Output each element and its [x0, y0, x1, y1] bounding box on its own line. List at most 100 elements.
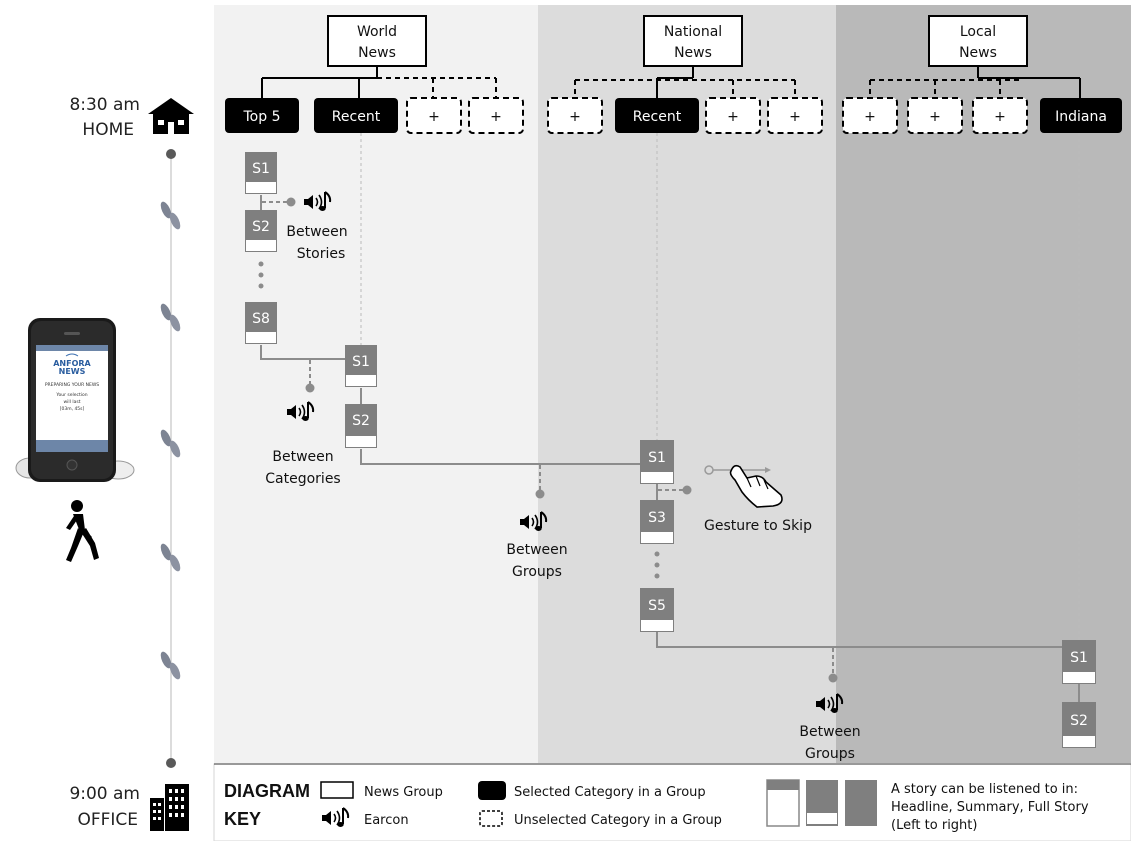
category-national-unselected-1[interactable]: + — [547, 97, 603, 134]
svg-text:S2: S2 — [1070, 713, 1088, 729]
svg-text:S1: S1 — [648, 450, 666, 466]
svg-text:S5: S5 — [648, 598, 666, 614]
svg-text:Between: Between — [286, 224, 347, 240]
key-story-summary-swatch — [806, 780, 838, 826]
story-box[interactable]: S1 — [345, 345, 377, 387]
office-building-icon — [150, 784, 189, 831]
story-box[interactable]: S1 — [1062, 640, 1096, 684]
svg-text:ANFORA: ANFORA — [53, 359, 91, 368]
category-indiana[interactable]: Indiana — [1040, 98, 1122, 133]
category-national-recent[interactable]: Recent — [615, 98, 699, 133]
svg-text:OFFICE: OFFICE — [77, 810, 138, 830]
end-time-office: 9:00 am OFFICE — [69, 784, 140, 830]
key-unselected-swatch — [479, 810, 503, 827]
story-box[interactable]: S1 — [640, 440, 674, 484]
national-tree-connectors — [574, 66, 796, 98]
svg-text:+: + — [727, 109, 739, 125]
svg-text:Recent: Recent — [332, 109, 381, 125]
category-top-5[interactable]: Top 5 — [225, 98, 299, 133]
svg-text:S3: S3 — [648, 510, 666, 526]
svg-text:[03m, 45s]: [03m, 45s] — [60, 406, 85, 412]
story-box[interactable]: S3 — [640, 500, 674, 544]
key-news-group-swatch — [320, 781, 354, 799]
svg-text:+: + — [994, 109, 1006, 125]
earcon-between-categories: Between Categories — [265, 360, 341, 487]
swipe-hand-icon — [704, 464, 783, 508]
category-world-unselected-2[interactable]: + — [468, 97, 524, 134]
category-guides — [360, 133, 1080, 640]
svg-text:+: + — [428, 109, 440, 125]
svg-text:Indiana: Indiana — [1055, 109, 1107, 125]
smartphone-image: ANFORA NEWS PREPARING YOUR NEWS Your sel… — [15, 318, 135, 482]
key-selected-swatch — [478, 781, 506, 800]
category-local-unselected-3[interactable]: + — [972, 97, 1028, 134]
story-box[interactable]: S1 — [245, 152, 277, 194]
category-local-unselected-1[interactable]: + — [842, 97, 898, 134]
svg-text:A story can be listened to in:: A story can be listened to in: — [891, 782, 1078, 797]
svg-text:Top 5: Top 5 — [243, 109, 281, 125]
earcon-between-groups: Between Groups — [799, 648, 861, 762]
category-world-recent[interactable]: Recent — [314, 98, 398, 133]
svg-text:Your selection: Your selection — [55, 392, 87, 398]
svg-text:Gesture to Skip: Gesture to Skip — [704, 518, 812, 534]
svg-text:+: + — [490, 109, 502, 125]
timeline — [158, 149, 183, 768]
svg-text:Local: Local — [960, 24, 996, 40]
svg-text:+: + — [864, 109, 876, 125]
svg-text:+: + — [789, 109, 801, 125]
svg-text:S2: S2 — [252, 219, 270, 235]
svg-text:News: News — [674, 45, 712, 61]
story-box[interactable]: S8 — [245, 302, 277, 344]
story-flow-lines — [260, 195, 1080, 702]
svg-text:News: News — [959, 45, 997, 61]
svg-text:Groups: Groups — [805, 746, 855, 762]
svg-text:9:00 am: 9:00 am — [69, 784, 140, 804]
svg-text:Unselected Category in a Grou: Unselected Category in a Group — [514, 813, 722, 828]
svg-text:Recent: Recent — [633, 109, 682, 125]
svg-text:PREPARING YOUR NEWS: PREPARING YOUR NEWS — [45, 382, 99, 388]
svg-text:Categories: Categories — [265, 471, 340, 487]
svg-text:Between: Between — [799, 724, 860, 740]
category-national-unselected-3[interactable]: + — [767, 97, 823, 134]
svg-text:S1: S1 — [352, 354, 370, 370]
svg-text:+: + — [569, 109, 581, 125]
key-story-headline-swatch — [766, 779, 800, 827]
svg-text:S8: S8 — [252, 311, 270, 327]
home-icon — [148, 98, 194, 134]
svg-text:Stories: Stories — [297, 246, 346, 262]
walking-person-icon — [66, 500, 99, 562]
svg-text:KEY: KEY — [224, 809, 261, 829]
group-local-news: Local News — [928, 15, 1028, 67]
svg-text:World: World — [357, 24, 397, 40]
category-national-unselected-2[interactable]: + — [705, 97, 761, 134]
story-ellipsis — [258, 261, 264, 289]
svg-text:+: + — [929, 109, 941, 125]
story-box[interactable]: S5 — [640, 588, 674, 632]
world-tree-connectors — [261, 66, 497, 98]
story-box[interactable]: S2 — [345, 404, 377, 448]
svg-text:News: News — [358, 45, 396, 61]
story-box[interactable]: S2 — [1062, 702, 1096, 748]
start-time-home: 8:30 am HOME — [69, 95, 140, 140]
svg-text:S2: S2 — [352, 413, 370, 429]
svg-text:Between: Between — [506, 542, 567, 558]
svg-text:News Group: News Group — [364, 785, 443, 800]
earcon-between-groups: Between Groups — [506, 465, 568, 580]
gesture-to-skip: Gesture to Skip — [658, 464, 812, 534]
group-national-news: National News — [643, 15, 743, 67]
story-ellipsis — [654, 551, 660, 579]
svg-text:(Left to right): (Left to right) — [891, 818, 977, 833]
key-story-full-swatch — [845, 780, 877, 826]
svg-text:NEWS: NEWS — [59, 367, 86, 376]
local-tree-connectors — [869, 66, 1081, 98]
svg-text:S1: S1 — [1070, 650, 1088, 666]
story-box[interactable]: S2 — [245, 210, 277, 252]
diagram-key: DIAGRAM KEY News Group Earcon Selected C… — [213, 763, 1131, 841]
category-world-unselected-1[interactable]: + — [406, 97, 462, 134]
svg-text:National: National — [664, 24, 722, 40]
svg-text:Selected Category in a Group: Selected Category in a Group — [514, 785, 706, 800]
svg-text:8:30 am: 8:30 am — [69, 95, 140, 115]
svg-text:will last: will last — [64, 399, 81, 405]
category-local-unselected-2[interactable]: + — [907, 97, 963, 134]
svg-text:Earcon: Earcon — [364, 813, 409, 828]
